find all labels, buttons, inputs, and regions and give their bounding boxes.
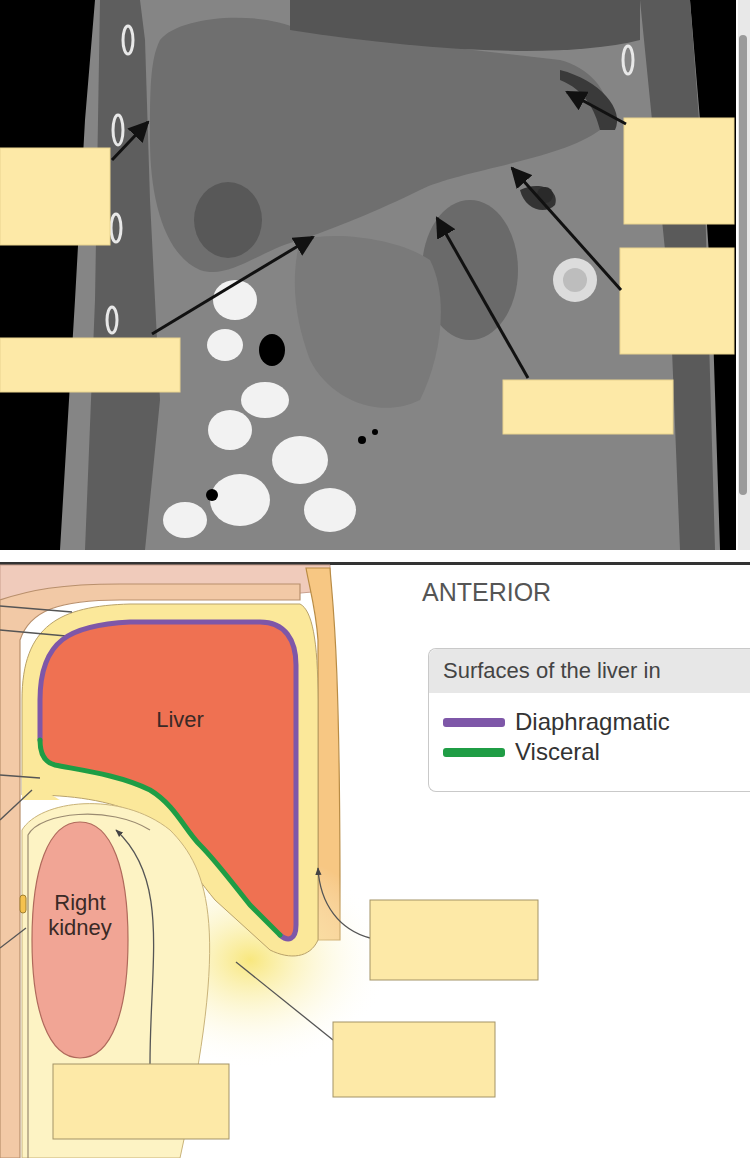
sagittal-section bbox=[0, 565, 390, 1158]
legend-entry: Diaphragmatic bbox=[443, 707, 670, 737]
legend-swatch bbox=[443, 748, 505, 757]
organ-name: Liver bbox=[120, 707, 240, 732]
leader-line bbox=[0, 606, 370, 1064]
legend-swatch bbox=[443, 718, 505, 727]
legend-label: Visceral bbox=[515, 738, 600, 766]
ct-answer-box bbox=[0, 118, 734, 434]
ct-leader-arrow bbox=[112, 92, 626, 378]
legend-entry: Visceral bbox=[443, 737, 600, 767]
orientation-label-text: ANTERIOR bbox=[422, 578, 551, 606]
legend-title: Surfaces of the liver in bbox=[429, 649, 750, 693]
ct-scan bbox=[0, 0, 750, 550]
legend-box: Surfaces of the liver in DiaphragmaticVis… bbox=[428, 648, 750, 792]
organ-kidney: Right kidney bbox=[28, 815, 134, 1065]
legend-title-text: Surfaces of the liver in bbox=[429, 658, 661, 684]
organ-name: Right kidney bbox=[34, 890, 126, 941]
legend-label: Diaphragmatic bbox=[515, 708, 670, 736]
organ-shape bbox=[32, 822, 128, 1058]
orientation-label: ANTERIOR bbox=[422, 578, 551, 607]
